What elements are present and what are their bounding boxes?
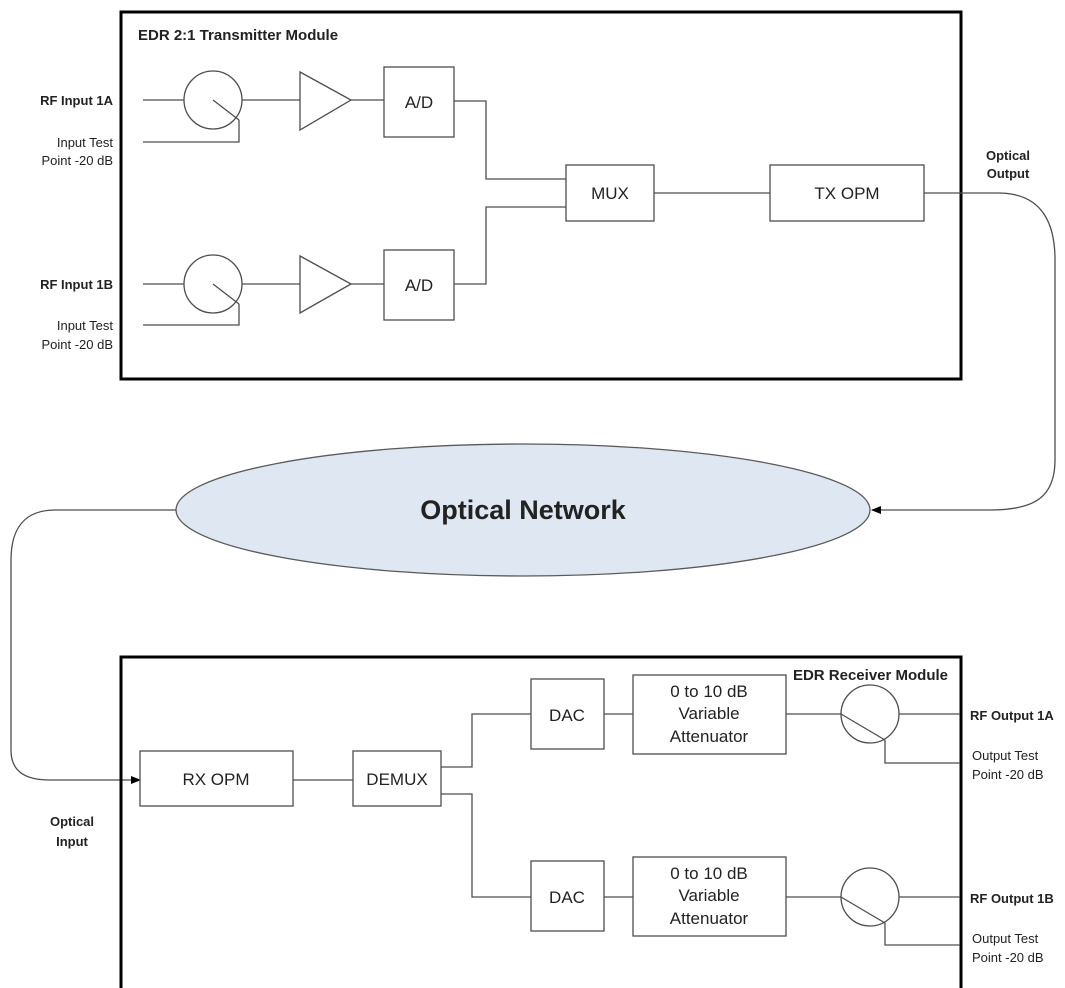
transmitter-module-title: EDR 2:1 Transmitter Module — [138, 27, 338, 44]
output-test-point-1a-line — [884, 740, 960, 764]
output-test-point-1b-label-line2: Point -20 dB — [972, 950, 1044, 965]
attenuator-1b-label-line2: Variable — [678, 886, 739, 905]
input-test-point-1b-line — [143, 304, 240, 326]
attenuator-1b-label-line3: Attenuator — [670, 909, 749, 928]
output-test-point-1a-label-line1: Output Test — [972, 748, 1039, 763]
amplifier-1a-icon — [299, 70, 353, 132]
adc-1a-label: A/D — [405, 93, 433, 112]
dac-1b-label: DAC — [549, 888, 585, 907]
rx-opm-block — [139, 750, 294, 807]
fiber-network-to-rx — [10, 509, 176, 784]
transmitter-channel-b: RF Input 1B Input Test Point -20 dB A/D — [40, 206, 566, 352]
attenuator-1a-label-line2: Variable — [678, 704, 739, 723]
dac-1b-block — [530, 860, 605, 932]
mux-label: MUX — [591, 184, 629, 203]
coupler-1b-tap — [212, 283, 240, 305]
optical-output-label-line1: Optical — [986, 148, 1030, 163]
demux-to-dac-1b-line — [441, 793, 531, 898]
adc-1a-block — [383, 66, 455, 138]
attenuator-1a-label-line1: 0 to 10 dB — [670, 682, 748, 701]
amplifier-1b-icon — [299, 254, 353, 315]
rf-output-1b-label: RF Output 1B — [970, 891, 1054, 906]
coupler-1a-tap — [212, 99, 240, 121]
fiber-tx-to-network — [871, 192, 1056, 514]
attenuator-1b-label-line1: 0 to 10 dB — [670, 864, 748, 883]
receiver-module: EDR Receiver Module Optical Input RX OPM… — [50, 655, 1054, 988]
receiver-channel-a: DAC 0 to 10 dB Variable Attenuator RF Ou… — [530, 674, 1054, 782]
optical-input-label-line2: Input — [56, 834, 88, 849]
receiver-module-frame — [119, 655, 963, 988]
input-test-point-1b-label-line2: Point -20 dB — [41, 337, 113, 352]
coupler-out-1b-icon — [840, 867, 900, 927]
demux-label: DEMUX — [366, 770, 427, 789]
demux-to-dac-1a-line — [441, 713, 531, 768]
optical-input-label-line1: Optical — [50, 814, 94, 829]
adc-1b-to-mux-line — [454, 206, 566, 285]
tx-opm-block — [769, 164, 925, 222]
receiver-channel-b: DAC 0 to 10 dB Variable Attenuator RF Ou… — [530, 856, 1054, 965]
output-test-point-1b-line — [884, 923, 960, 946]
adc-1b-label: A/D — [405, 276, 433, 295]
dac-1a-block — [530, 678, 605, 750]
output-test-point-1a-label-line2: Point -20 dB — [972, 767, 1044, 782]
tx-opm-label: TX OPM — [814, 184, 879, 203]
coupler-out-1a-tap — [840, 713, 886, 741]
optical-output-label-line2: Output — [987, 166, 1030, 181]
mux-block — [565, 164, 655, 222]
input-test-point-1b-label-line1: Input Test — [57, 318, 114, 333]
coupler-out-1b-tap — [840, 896, 886, 924]
rf-output-1a-label: RF Output 1A — [970, 708, 1054, 723]
dac-1a-label: DAC — [549, 706, 585, 725]
rf-input-1a-label: RF Input 1A — [40, 93, 114, 108]
attenuator-1a-label-line3: Attenuator — [670, 727, 749, 746]
input-test-point-1a-label-line1: Input Test — [57, 135, 114, 150]
coupler-out-1a-icon — [840, 684, 900, 744]
output-test-point-1b-label-line1: Output Test — [972, 931, 1039, 946]
rx-opm-label: RX OPM — [182, 770, 249, 789]
transmitter-channel-a: RF Input 1A Input Test Point -20 dB A/D — [40, 66, 566, 180]
receiver-module-title: EDR Receiver Module — [793, 667, 948, 684]
attenuator-1b-block — [632, 856, 787, 937]
adc-1a-to-mux-line — [454, 100, 566, 180]
transmitter-module: EDR 2:1 Transmitter Module RF Input 1A I… — [40, 10, 1030, 381]
rf-input-1b-label: RF Input 1B — [40, 277, 113, 292]
optical-network: Optical Network — [10, 192, 1056, 784]
input-test-point-1a-label-line2: Point -20 dB — [41, 153, 113, 168]
demux-block — [352, 750, 442, 807]
adc-1b-block — [383, 249, 455, 321]
attenuator-1a-block — [632, 674, 787, 755]
optical-network-label: Optical Network — [420, 495, 627, 525]
input-test-point-1a-line — [143, 120, 240, 143]
transmitter-module-frame — [119, 10, 963, 381]
